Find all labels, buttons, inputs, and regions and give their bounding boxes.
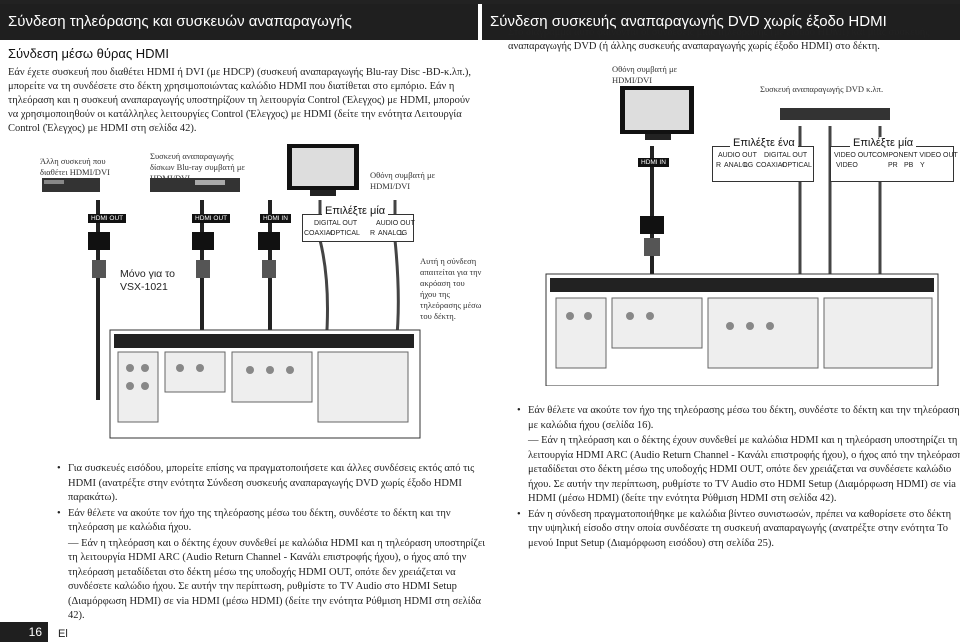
language-code: El (58, 628, 68, 640)
coaxial-label: COAXIAL (304, 230, 335, 237)
tag-hdmi-out-2: HDMI OUT (192, 214, 231, 223)
tv-caption-left: Οθόνη συμβατή με HDMI/DVI (370, 170, 436, 191)
optical-label: OPTICAL (330, 230, 360, 237)
right-intro-paragraph: Στο διάγραμμα αυτό φαίνονται οι συνδέσει… (508, 27, 930, 52)
r-r-label: R (716, 162, 722, 169)
tv-caption-right: Οθόνη συμβατή με HDMI/DVI (612, 64, 678, 85)
tv-icon-right (620, 86, 694, 140)
dvd-player-icon (780, 108, 890, 120)
right-select-box-1 (712, 146, 814, 182)
right-select-box-2 (830, 146, 954, 182)
left-intro-paragraph: Εάν έχετε συσκευή που διαθέτει HDMI ή DV… (8, 67, 472, 134)
right-bullet-1: Εάν θέλετε να ακούτε τον ήχο της τηλεόρα… (517, 404, 960, 433)
receiver-rear-panel (109, 329, 421, 439)
tag-hdmi-out-1: HDMI OUT (88, 214, 127, 223)
left-connection-diagram (42, 144, 421, 439)
r-l-label: L (744, 162, 748, 169)
right-select-one-label: Επιλέξτε ένα (730, 137, 798, 149)
other-device-icon (42, 178, 100, 192)
r-audio-out-label: AUDIO OUT (718, 152, 757, 159)
receiver-rear-panel-right (545, 273, 939, 386)
right-connection-diagram (545, 86, 939, 386)
left-subtitle: Σύνδεση μέσω θύρας HDMI (8, 46, 169, 61)
left-bullet-list: Για συσκευές εισόδου, μπορείτε επίσης να… (56, 462, 488, 625)
r-analog-label: ANALOG (724, 162, 754, 169)
left-select-one-label: Επιλέξτε μία (322, 205, 389, 217)
r-coaxial-label: COAXIAL (756, 162, 787, 169)
left-select-box (302, 214, 414, 242)
right-bullet-list: Εάν θέλετε να ακούτε τον ήχο της τηλεόρα… (516, 404, 960, 552)
l-label: L (400, 230, 404, 237)
audio-out-label: AUDIO OUT (376, 220, 415, 227)
left-bullet-2: Εάν θέλετε να ακούτε τον ήχο της τηλεόρα… (57, 507, 488, 536)
r-label: R (370, 230, 376, 237)
right-select-one-label-2: Επιλέξτε μία (850, 137, 917, 149)
right-section-title: Σύνδεση συσκευής αναπαραγωγής DVD χωρίς … (482, 4, 960, 40)
r-digital-out-label: DIGITAL OUT (764, 152, 808, 159)
left-bullet-1: Για συσκευές εισόδου, μπορείτε επίσης να… (57, 462, 488, 506)
tv-icon (287, 144, 359, 196)
r-pr-label: PR (888, 162, 898, 169)
right-bullet-2: — Εάν η τηλεόραση και ο δέκτης έχουν συν… (528, 435, 960, 504)
digital-out-label: DIGITAL OUT (314, 220, 358, 227)
bd-player-icon (150, 178, 240, 192)
r-video-label: VIDEO (836, 162, 858, 169)
page-number: 16 (0, 622, 48, 642)
other-device-caption: Άλλη συσκευή που διαθέτει HDMI/DVI (40, 156, 110, 177)
right-bullet-3: Εάν η σύνδεση πραγματοποιήθηκε με καλώδι… (517, 508, 960, 552)
top-bar (0, 0, 960, 4)
tag-hdmi-in: HDMI IN (260, 214, 291, 223)
analog-label: ANALOG (378, 230, 408, 237)
dvd-caption: Συσκευή αναπαραγωγής DVD κ.λπ. (760, 84, 884, 94)
arc-connection-note: Αυτή η σύνδεση απαιτείται για την ακρόασ… (420, 256, 482, 321)
r-pb-label: PB (904, 162, 914, 169)
r-y-label: Y (920, 162, 925, 169)
left-bullet-3: — Εάν η τηλεόραση και ο δέκτης έχουν συν… (68, 537, 486, 622)
r-video-out-label: VIDEO OUT (834, 152, 873, 159)
r-component-label: COMPONENT VIDEO OUT (872, 152, 958, 159)
left-section-title: Σύνδεση τηλεόρασης και συσκευών αναπαραγ… (0, 4, 478, 40)
tag-hdmi-in-right: HDMI IN (638, 158, 669, 167)
only-for-model-note: Μόνο για το VSX-1021 (120, 268, 176, 293)
r-optical-label: OPTICAL (782, 162, 812, 169)
